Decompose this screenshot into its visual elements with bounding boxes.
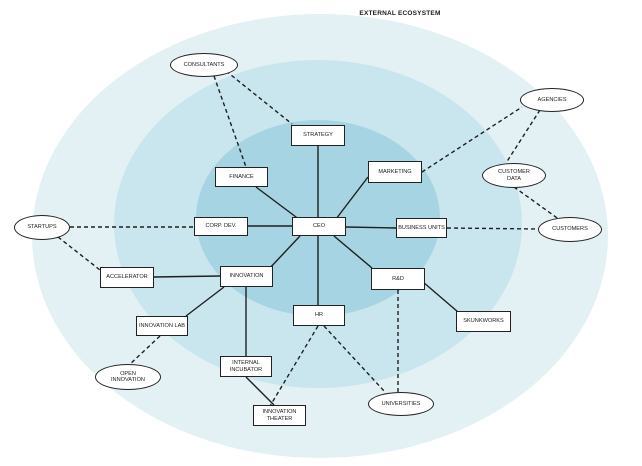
node-business-units: BUSINESS UNITS <box>396 218 447 238</box>
node-agencies: AGENCIES <box>520 88 584 112</box>
node-innovation-theater: INNOVATION THEATER <box>253 405 306 426</box>
diagram-title: EXTERNAL ECOSYSTEM <box>359 10 441 17</box>
node-skunkworks: SKUNKWORKS <box>456 311 511 332</box>
node-strategy: STRATEGY <box>291 125 345 146</box>
dashed-connectors <box>57 70 561 407</box>
solid-connectors <box>153 146 459 406</box>
node-startups: STARTUPS <box>14 215 70 240</box>
node-innovation: INNOVATION <box>220 266 273 287</box>
node-rd: R&D <box>371 268 425 290</box>
node-hr: HR <box>293 305 345 326</box>
node-corp-dev: CORP. DEV. <box>194 217 248 236</box>
node-finance: FINANCE <box>215 167 268 187</box>
node-accelerator: ACCELERATOR <box>100 267 154 288</box>
node-open-innovation: OPEN INNOVATION <box>95 364 161 390</box>
node-customer-data: CUSTOMER DATA <box>482 163 546 188</box>
node-innovation-lab: INNOVATION LAB <box>136 316 188 336</box>
node-internal-incubator: INTERNAL INCUBATOR <box>220 356 272 377</box>
node-universities: UNIVERSITIES <box>368 392 434 416</box>
node-marketing: MARKETING <box>368 161 422 183</box>
node-customers: CUSTOMERS <box>538 217 602 242</box>
node-consultants: CONSULTANTS <box>170 53 238 77</box>
node-ceo: CEO <box>292 217 346 236</box>
